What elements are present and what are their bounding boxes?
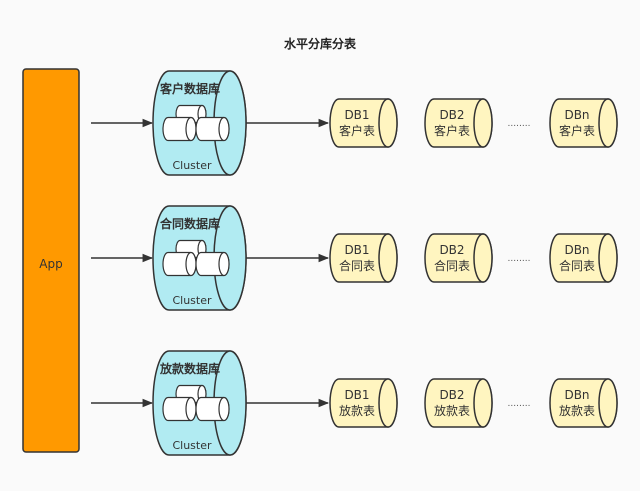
db-cylinder-cap (378, 378, 398, 428)
db-cylinder-cap (378, 233, 398, 283)
db-name: DB1 (344, 388, 369, 402)
server-cylinder (195, 116, 230, 142)
server-cylinder-cap (218, 116, 230, 142)
cluster-node[interactable]: 合同数据库 Cluster (152, 205, 247, 311)
server-cylinder (162, 251, 197, 277)
server-cylinder-cap (185, 396, 197, 422)
server-cylinder (195, 396, 230, 422)
db-cylinder-cap (598, 98, 618, 148)
db-table: 客户表 (559, 123, 595, 138)
cluster-node[interactable]: 放款数据库 Cluster (152, 350, 247, 456)
db-name: DBn (564, 243, 589, 257)
cluster-label: 客户数据库 (159, 81, 220, 96)
cluster-caption: Cluster (172, 439, 212, 452)
ellipsis: ........ (508, 119, 531, 129)
db-cylinder (329, 233, 398, 283)
db-cylinder-cap (378, 98, 398, 148)
cluster-label: 合同数据库 (160, 216, 220, 231)
db-name: DB2 (439, 388, 464, 402)
db-table: 客户表 (339, 123, 375, 138)
db-cylinder-cap (598, 233, 618, 283)
ellipsis: ........ (508, 399, 531, 409)
app-label: App (39, 257, 62, 271)
db-cylinder (549, 378, 618, 428)
db-table: 放款表 (559, 403, 595, 418)
db-table: 合同表 (434, 258, 470, 273)
diagram-title: 水平分库分表 (284, 36, 357, 51)
db-cylinder (549, 233, 618, 283)
db-table: 客户表 (434, 123, 470, 138)
shard-row: 客户数据库ClusterDB1客户表DB2客户表DBn客户表........ (91, 70, 618, 176)
db-cylinder (424, 98, 493, 148)
db-name: DBn (564, 388, 589, 402)
app-box (22, 68, 80, 453)
server-cylinder (162, 116, 197, 142)
db-table: 合同表 (559, 258, 595, 273)
db-cylinder-cap (473, 378, 493, 428)
db-table: 放款表 (339, 403, 375, 418)
db-cylinder (549, 98, 618, 148)
server-cylinder-cap (185, 251, 197, 277)
server-cylinder-cap (218, 251, 230, 277)
db-name: DB2 (439, 243, 464, 257)
ellipsis: ........ (508, 254, 531, 264)
cluster-label: 放款数据库 (159, 361, 220, 376)
server-cylinder (195, 251, 230, 277)
db-cylinder (329, 98, 398, 148)
db-cylinder-cap (473, 233, 493, 283)
db-name: DB2 (439, 108, 464, 122)
db-cylinder-cap (473, 98, 493, 148)
db-name: DBn (564, 108, 589, 122)
shard-row: 合同数据库ClusterDB1合同表DB2合同表DBn合同表........ (91, 205, 618, 311)
app-node[interactable]: App (22, 68, 80, 453)
db-name: DB1 (344, 243, 369, 257)
server-cylinder-cap (185, 116, 197, 142)
cluster-node[interactable]: 客户数据库 Cluster (152, 70, 247, 176)
cluster-caption: Cluster (172, 294, 212, 307)
server-cylinder (162, 396, 197, 422)
db-name: DB1 (344, 108, 369, 122)
cluster-caption: Cluster (172, 159, 212, 172)
db-table: 放款表 (434, 403, 470, 418)
db-cylinder-cap (598, 378, 618, 428)
server-icons (162, 239, 230, 277)
db-cylinder (424, 378, 493, 428)
db-cylinder (329, 378, 398, 428)
server-cylinder-cap (218, 396, 230, 422)
shard-row: 放款数据库ClusterDB1放款表DB2放款表DBn放款表........ (91, 350, 618, 456)
server-icons (162, 384, 230, 422)
db-cylinder (424, 233, 493, 283)
server-icons (162, 104, 230, 142)
db-table: 合同表 (339, 258, 375, 273)
